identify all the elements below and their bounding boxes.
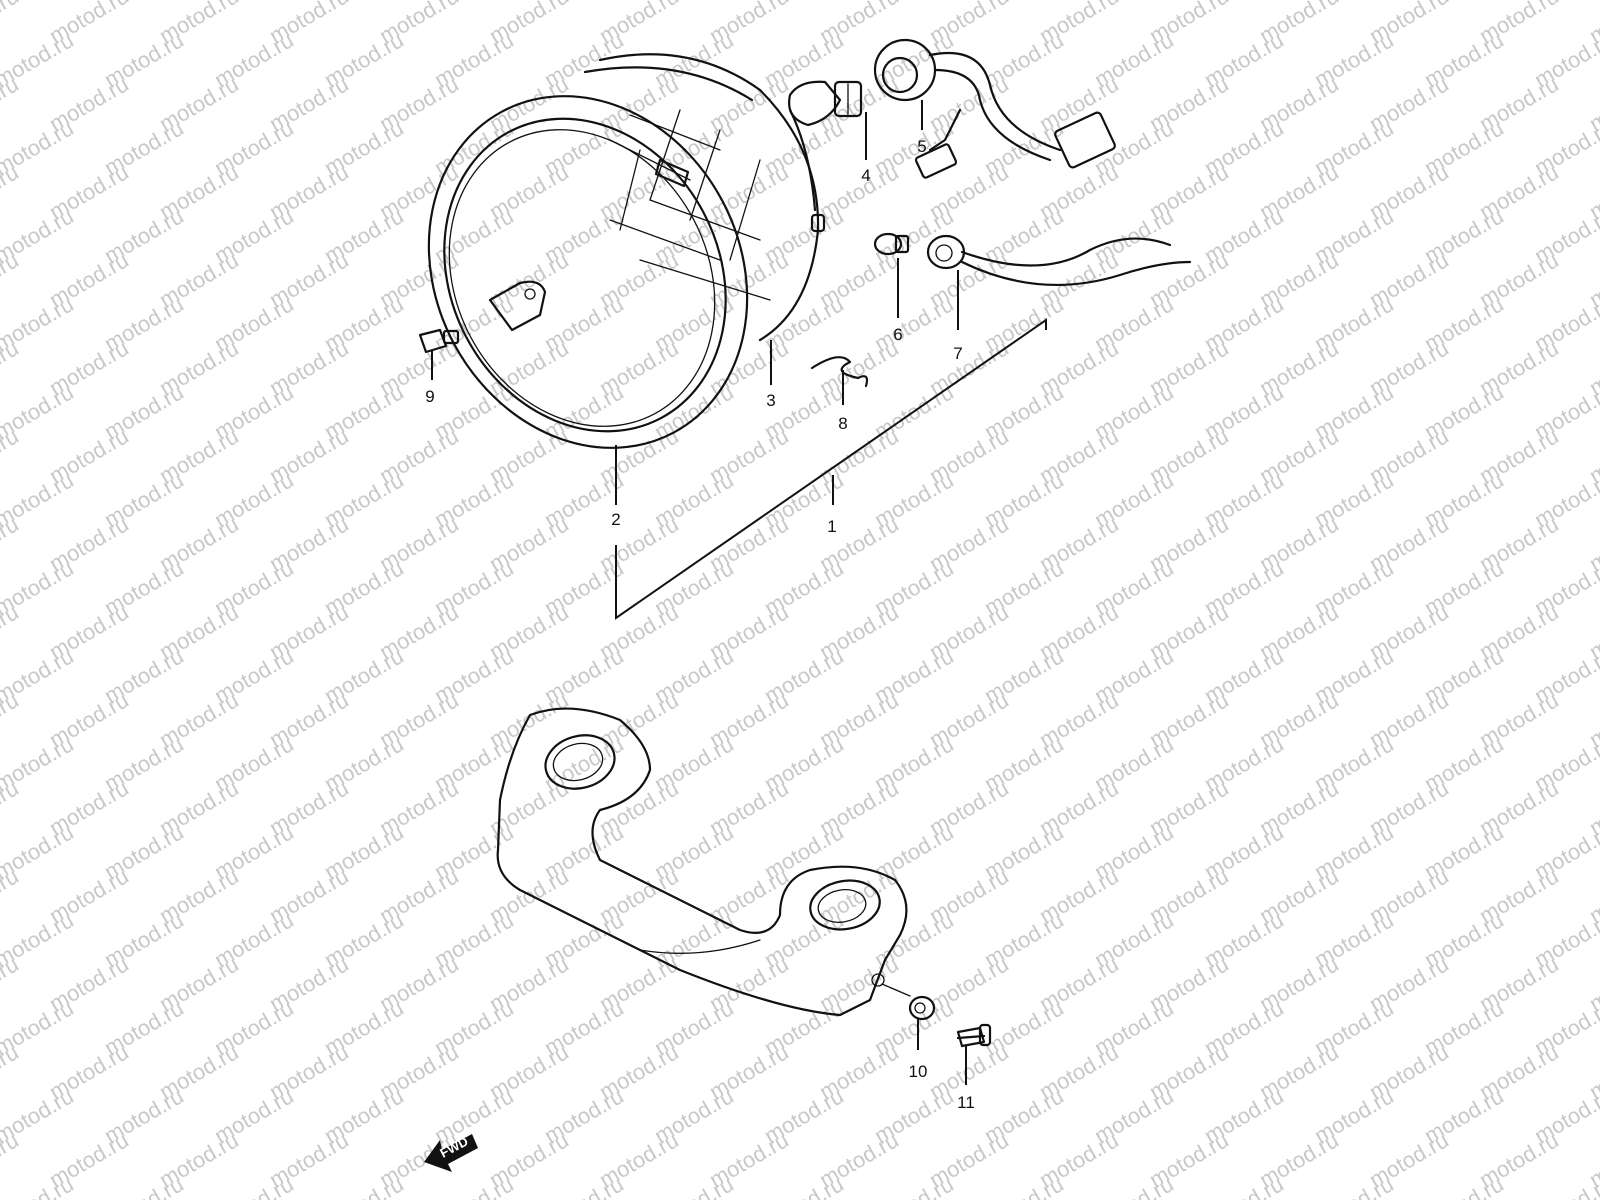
position-bulb bbox=[873, 232, 910, 256]
callout-3: 3 bbox=[766, 391, 775, 410]
watermark-text: motod.ru bbox=[980, 1171, 1068, 1200]
watermark-text: motod.ru bbox=[1310, 1171, 1398, 1200]
headlight-bulb bbox=[788, 80, 863, 127]
callout-2: 2 bbox=[611, 510, 620, 529]
callout-11: 11 bbox=[957, 1093, 975, 1112]
callout-7: 7 bbox=[953, 344, 962, 363]
callout-6: 6 bbox=[893, 325, 902, 344]
callout-1: 1 bbox=[827, 517, 836, 536]
rim-screw bbox=[418, 328, 460, 354]
watermark-text: motod.ru bbox=[320, 1171, 408, 1200]
leader-lines bbox=[431, 100, 1047, 1085]
watermark-text: motod.ru bbox=[0, 0, 23, 48]
watermark-text: motod.ru bbox=[100, 1171, 188, 1200]
bulb-socket-harness bbox=[873, 38, 1116, 179]
watermark-text: motod.ru bbox=[0, 1171, 78, 1200]
watermark-text: motod.ru bbox=[1420, 1171, 1508, 1200]
mounting-bracket bbox=[496, 707, 911, 1017]
callout-10: 10 bbox=[909, 1062, 928, 1081]
watermark-text: motod.ru bbox=[1090, 1171, 1178, 1200]
headlight-housing bbox=[583, 53, 826, 342]
watermark-text: motod.ru bbox=[430, 1171, 518, 1200]
watermark-text: motod.ru bbox=[760, 1171, 848, 1200]
watermark-text: motod.ru bbox=[540, 1171, 628, 1200]
callout-9: 9 bbox=[425, 387, 434, 406]
bracket-cushion bbox=[908, 995, 936, 1021]
watermark-text: motod.ru bbox=[210, 1171, 298, 1200]
callout-5: 5 bbox=[917, 137, 926, 156]
watermark-text: motod.ru bbox=[870, 1171, 958, 1200]
position-socket bbox=[926, 234, 1192, 287]
bracket-bolt bbox=[956, 1023, 992, 1048]
watermark-text: motod.ru bbox=[650, 1171, 738, 1200]
callout-8: 8 bbox=[838, 414, 847, 433]
watermark-text: motod.ru bbox=[1200, 1171, 1288, 1200]
callout-4: 4 bbox=[861, 166, 870, 185]
